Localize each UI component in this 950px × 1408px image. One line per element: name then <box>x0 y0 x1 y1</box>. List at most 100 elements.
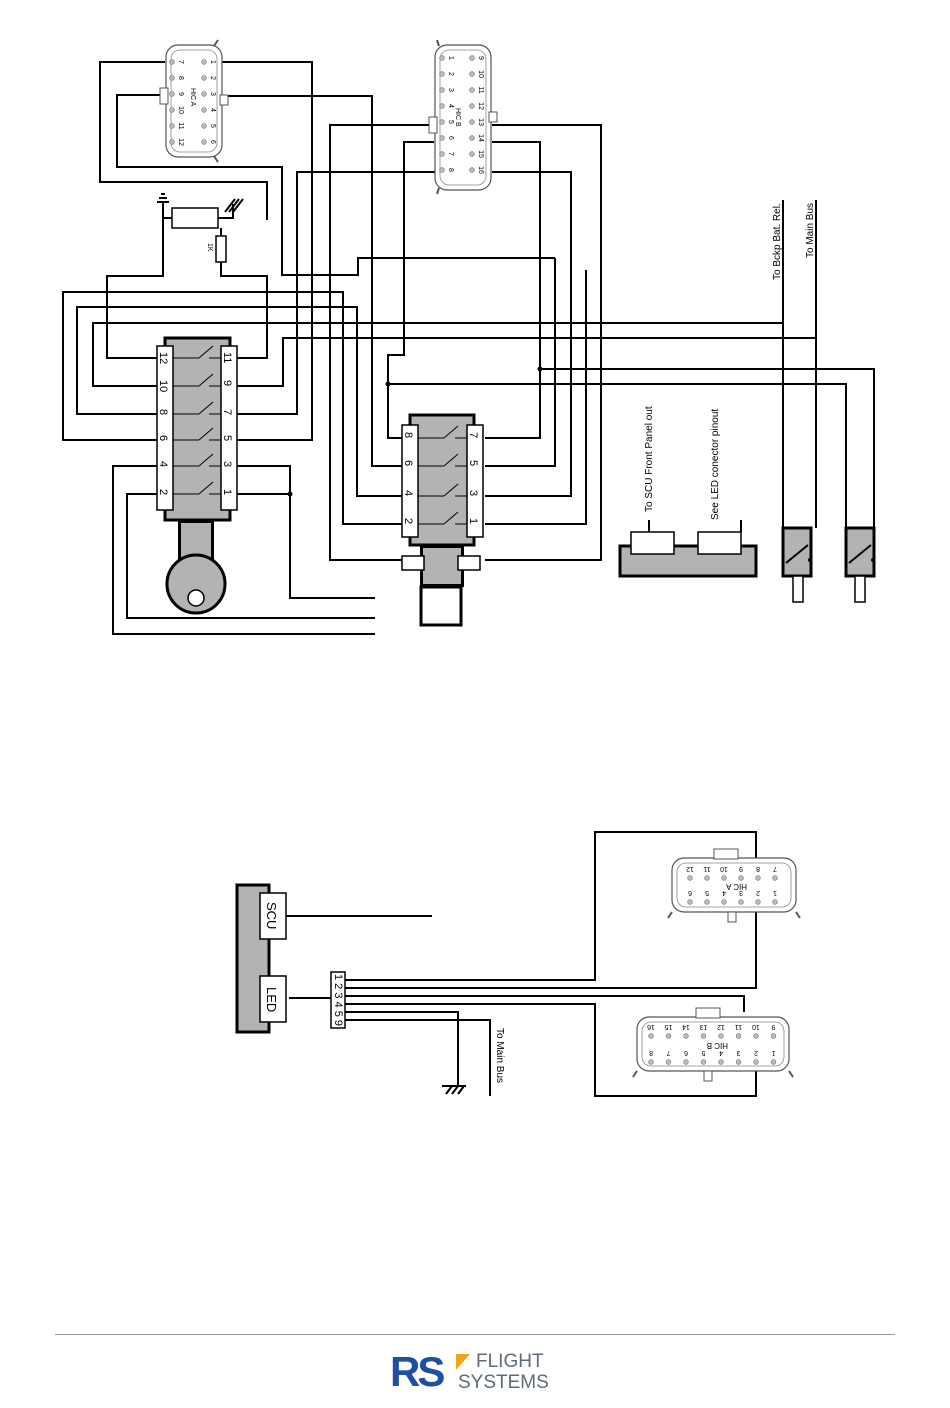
hic-b-bottom-pin-label: 7 <box>666 1049 670 1056</box>
switch2-contact <box>443 425 459 439</box>
s2-pin-7: 7 <box>467 432 479 438</box>
hic-b-bottom-pin <box>648 1059 654 1065</box>
hic-a-top-pin-label: 8 <box>177 76 184 80</box>
footer-divider <box>55 1334 895 1335</box>
hic-b-top-pin-label: 1 <box>447 56 454 60</box>
key-switch: 12 10 8 6 4 2 11 9 7 5 3 1 <box>156 336 238 615</box>
key-switch-contact <box>198 401 214 415</box>
hic-a-label-bottom: HIC A <box>725 882 747 891</box>
hic-b-top-pin <box>439 167 445 173</box>
hic-b-top-pin <box>469 135 475 141</box>
s2-pin-8: 8 <box>402 432 414 438</box>
hic-a-top-pin <box>201 107 207 113</box>
hic-a-bottom-pin <box>738 875 744 881</box>
ks-pin-9: 9 <box>221 380 233 386</box>
hic-a-bottom-pin <box>772 899 778 905</box>
key-switch-contact <box>198 453 214 467</box>
hic-b-bottom-pin-label: 5 <box>701 1049 705 1056</box>
label-scu-front-panel: To SCU Front Panel out <box>644 406 655 512</box>
led-panel-top: To SCU Front Panel out See LED conector … <box>618 406 758 578</box>
hic-b-top-pin <box>439 103 445 109</box>
label-main-bus-bottom: To Main Bus <box>494 1028 505 1083</box>
hic-a-label-top: HIC A <box>189 88 196 107</box>
hic-a-top-pin <box>169 107 175 113</box>
hic-a-top-pin <box>201 75 207 81</box>
hic-a-bottom-pin <box>755 899 761 905</box>
resistor-ground: 1K <box>157 193 244 263</box>
hic-a-bottom-pin-label: 6 <box>688 889 692 896</box>
hic-b-top-pin <box>469 151 475 157</box>
s2-pin-3: 3 <box>467 490 479 496</box>
hic-a-bottom-pin <box>687 875 693 881</box>
hic-b-bottom-pin <box>753 1033 759 1039</box>
label-led-pinout: See LED conector pinout <box>710 409 721 520</box>
key-switch-contact <box>198 481 214 495</box>
hic-b-bottom-pin <box>700 1059 707 1065</box>
hic-a-bottom-pin <box>772 875 778 881</box>
switch2-actuator <box>419 585 463 627</box>
hic-a-bottom-pin <box>721 875 727 881</box>
hic-b-bottom-pin-label: 10 <box>752 1023 760 1030</box>
hic-b-top-pin-label: 4 <box>447 104 454 108</box>
ks-pin-10: 10 <box>157 380 169 392</box>
hic-b-top-pin <box>469 119 475 125</box>
hic-b-bottom-pin <box>718 1059 724 1065</box>
ks-pin-3: 3 <box>221 461 233 467</box>
hic-b-bottom-pin-label: 11 <box>735 1023 742 1030</box>
hic-b-top-pin-label: 14 <box>477 134 484 142</box>
hic-a-bottom-pin <box>755 875 761 881</box>
hic-b-label-bottom: HIC B <box>707 1041 728 1050</box>
hic-a-bottom-pin <box>704 875 710 881</box>
scu-box <box>259 892 287 940</box>
hic-b-top-pin <box>439 71 445 77</box>
hic-b-bottom-pin <box>665 1033 672 1039</box>
ks-pin-11: 11 <box>221 352 233 363</box>
hic-b-bottom-pin <box>770 1033 777 1039</box>
ks-pin-6: 6 <box>157 435 169 441</box>
led-box-label: LED <box>264 987 279 1012</box>
hic-b-top-pin <box>439 87 445 93</box>
hic-a-bottom-pin <box>687 899 693 905</box>
hic-b-bottom-pin-label: 8 <box>649 1049 653 1056</box>
hic-a-top-pin <box>201 123 207 129</box>
hic-b-bottom-pin-label: 9 <box>771 1023 775 1030</box>
ks-pin-2: 2 <box>157 489 169 495</box>
hic-b-bottom-pin <box>735 1059 742 1065</box>
s2-pin-1: 1 <box>467 518 479 524</box>
hic-b-top-pin-label: 5 <box>447 120 454 124</box>
hic-a-top-pin <box>169 123 175 129</box>
hic-a-top-pin-label: 4 <box>209 108 216 112</box>
hic-b-bottom-pin <box>718 1033 724 1039</box>
hic-b-bottom-pin-label: 3 <box>736 1049 740 1056</box>
scu-led-panel-bottom: SCU LED 1 2 3 4 5 9 <box>235 883 346 1034</box>
hic-a-bottom-pin-label: 10 <box>720 865 728 872</box>
ks-pin-8: 8 <box>157 409 169 415</box>
resistor-body <box>171 207 219 229</box>
hic-b-top-pin <box>469 167 475 173</box>
hic-b-top-pin <box>469 103 475 109</box>
label-main-bus-top: To Main Bus <box>805 203 816 258</box>
hic-a-top-pin-label: 5 <box>209 124 216 128</box>
hic-a-top-pin-label: 7 <box>177 60 184 64</box>
hic-a-bottom-pin-label: 1 <box>773 889 777 896</box>
logo-mark: RS <box>390 1348 445 1395</box>
hic-a-bottom-pin-label: 12 <box>686 865 694 872</box>
hic-b-bottom-pin <box>753 1059 759 1065</box>
hic-b-top-pin <box>439 135 445 141</box>
hic-b-top-pin <box>439 151 445 157</box>
hic-b-bottom-pin-label: 2 <box>754 1049 758 1056</box>
s2-pin-2: 2 <box>402 518 414 524</box>
logo-line2: SYSTEMS <box>458 1372 549 1393</box>
s2-pin-4: 4 <box>402 490 414 496</box>
scu-box-label: SCU <box>264 902 279 929</box>
hic-a-top-pin-label: 2 <box>209 76 216 80</box>
hic-b-bottom-pin <box>770 1059 777 1065</box>
led-pin-numbers: 1 2 3 4 5 9 <box>332 974 344 1026</box>
hic-b-top-pin <box>439 119 445 125</box>
key-switch-contact <box>198 345 214 359</box>
switch2-contact <box>443 511 459 525</box>
hic-b-bottom-pin-label: 12 <box>717 1023 725 1030</box>
ks-pin-1: 1 <box>221 489 233 495</box>
